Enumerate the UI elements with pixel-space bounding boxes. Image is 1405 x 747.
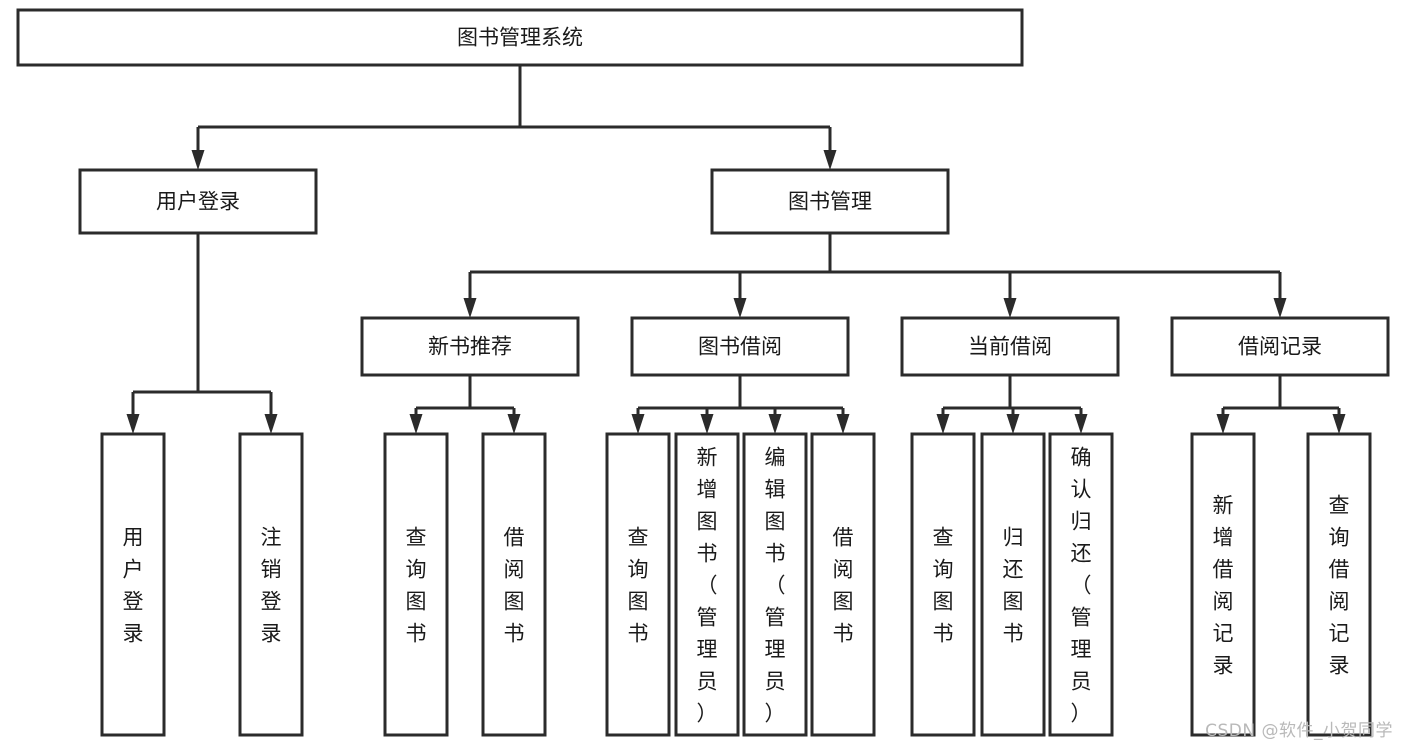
node-box-user-login [78,168,318,235]
node-leaf-user-login[interactable]: 用户登录 [100,432,166,737]
bookmanage-to-level3-arrow-icon [733,298,747,318]
connector-layer [126,65,1346,434]
node-label-current-borrow: 当前借阅 [968,335,1052,359]
node-box-leaf-return-book [980,432,1046,737]
bookmanage-to-level3-arrow-icon [463,298,477,318]
node-label-leaf-edit-book: 编辑图书（管理员） [765,446,786,726]
node-box-book-manage [710,168,950,235]
node-leaf-logout[interactable]: 注销登录 [238,432,304,737]
node-box-leaf-query-book-rec [383,432,449,737]
node-label-book-manage: 图书管理 [788,190,872,214]
node-label-leaf-query-record: 查询借阅记录 [1329,494,1350,678]
node-label-book-borrow: 图书借阅 [698,335,782,359]
borrowrecord-arrow-icon [1332,414,1346,434]
currentborrow-arrow-icon [1074,414,1088,434]
node-box-borrow-record [1170,316,1390,377]
userlogin-arrow-icon [264,414,278,434]
node-label-leaf-add-record: 新增借阅记录 [1213,494,1234,678]
node-leaf-query-book-rec[interactable]: 查询图书 [383,432,449,737]
node-leaf-add-record[interactable]: 新增借阅记录 [1190,432,1256,737]
node-book-manage[interactable]: 图书管理 [710,168,950,235]
node-leaf-return-book[interactable]: 归还图书 [980,432,1046,737]
node-label-root: 图书管理系统 [457,26,583,50]
bookmanage-to-level3-arrow-icon [1273,298,1287,318]
node-label-borrow-record: 借阅记录 [1238,335,1322,359]
currentborrow-arrow-icon [1006,414,1020,434]
node-box-leaf-borrow-book-rec [481,432,547,737]
node-box-leaf-user-login [100,432,166,737]
node-current-borrow[interactable]: 当前借阅 [900,316,1120,377]
borrowrecord-arrow-icon [1216,414,1230,434]
node-box-leaf-query-record [1306,432,1372,737]
node-book-borrow[interactable]: 图书借阅 [630,316,850,377]
node-root[interactable]: 图书管理系统 [16,8,1024,67]
newbookrec-arrow-icon [507,414,521,434]
node-label-leaf-return-book: 归还图书 [1003,526,1024,646]
node-leaf-edit-book[interactable]: 编辑图书（管理员） [742,432,808,737]
node-box-leaf-logout [238,432,304,737]
node-leaf-query-book-borrow[interactable]: 查询图书 [605,432,671,737]
node-new-book-rec[interactable]: 新书推荐 [360,316,580,377]
root-to-level2-arrow-icon [823,150,837,170]
bookmanage-to-level3-arrow-icon [1003,298,1017,318]
node-label-leaf-user-login: 用户登录 [123,526,144,646]
node-label-leaf-query-book-cur: 查询图书 [933,526,954,646]
node-label-leaf-query-book-rec: 查询图书 [406,526,427,646]
node-label-new-book-rec: 新书推荐 [428,335,512,359]
bookborrow-arrow-icon [631,414,645,434]
node-leaf-confirm-return[interactable]: 确认归还（管理员） [1048,432,1114,737]
userlogin-arrow-icon [126,414,140,434]
currentborrow-arrow-icon [936,414,950,434]
node-label-user-login: 用户登录 [156,190,240,214]
node-box-leaf-add-record [1190,432,1256,737]
node-user-login[interactable]: 用户登录 [78,168,318,235]
bookborrow-arrow-icon [836,414,850,434]
node-box-new-book-rec [360,316,580,377]
node-leaf-query-record[interactable]: 查询借阅记录 [1306,432,1372,737]
node-leaf-add-book[interactable]: 新增图书（管理员） [674,432,740,737]
node-label-leaf-query-book-borrow: 查询图书 [628,526,649,646]
node-label-leaf-confirm-return: 确认归还（管理员） [1071,446,1092,726]
node-box-leaf-query-book-cur [910,432,976,737]
node-label-leaf-borrow-book: 借阅图书 [833,526,854,646]
newbookrec-arrow-icon [409,414,423,434]
node-leaf-borrow-book[interactable]: 借阅图书 [810,432,876,737]
node-leaf-query-book-cur[interactable]: 查询图书 [910,432,976,737]
node-box-current-borrow [900,316,1120,377]
node-layer: 图书管理系统用户登录图书管理新书推荐图书借阅当前借阅借阅记录用户登录注销登录查询… [16,8,1390,737]
node-box-leaf-borrow-book [810,432,876,737]
node-box-leaf-add-book [674,432,740,737]
node-box-leaf-edit-book [742,432,808,737]
node-box-leaf-confirm-return [1048,432,1114,737]
bookborrow-arrow-icon [768,414,782,434]
node-label-leaf-borrow-book-rec: 借阅图书 [504,526,525,646]
node-label-leaf-logout: 注销登录 [261,526,282,646]
node-box-root [16,8,1024,67]
node-box-leaf-query-book-borrow [605,432,671,737]
root-to-level2-arrow-icon [191,150,205,170]
node-label-leaf-add-book: 新增图书（管理员） [697,446,718,726]
node-borrow-record[interactable]: 借阅记录 [1170,316,1390,377]
bookborrow-arrow-icon [700,414,714,434]
node-leaf-borrow-book-rec[interactable]: 借阅图书 [481,432,547,737]
node-box-book-borrow [630,316,850,377]
